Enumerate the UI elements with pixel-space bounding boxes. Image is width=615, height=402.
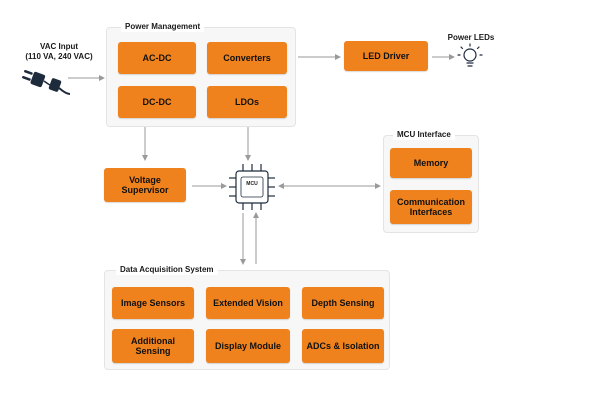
light-bulb-icon [457, 43, 483, 67]
voltage-supervisor-line-2: Supervisor [121, 185, 169, 195]
power-management-label: Power Management [121, 22, 205, 32]
voltage-supervisor-block: Voltage Supervisor [104, 168, 186, 202]
ac-dc-block: AC-DC [118, 42, 196, 74]
data-acquisition-label: Data Acquisition System [116, 265, 218, 275]
display-module-block: Display Module [206, 329, 290, 363]
ldos-block: LDOs [207, 86, 287, 118]
power-leds-label: Power LEDs [447, 33, 495, 42]
communication-interfaces-block: Communication Interfaces [390, 190, 472, 224]
communication-line-1: Communication [396, 197, 465, 207]
mcu-chip-icon [229, 164, 275, 210]
additional-sensing-line-1: Additional [131, 336, 175, 346]
mcu-label: MCU [246, 181, 258, 187]
converters-block: Converters [207, 42, 287, 74]
extended-vision-block: Extended Vision [206, 287, 290, 319]
vac-input-subtitle: (110 VA, 240 VAC) [25, 52, 93, 61]
led-driver-block: LED Driver [344, 41, 428, 71]
communication-line-2: Interfaces [409, 207, 453, 217]
image-sensors-block: Image Sensors [112, 287, 194, 319]
voltage-supervisor-line-1: Voltage [129, 175, 161, 185]
vac-input-title: VAC Input [39, 42, 79, 51]
memory-block: Memory [390, 148, 472, 178]
adcs-isolation-block: ADCs & Isolation [302, 329, 384, 363]
power-plug-icon [22, 69, 71, 95]
dc-dc-block: DC-DC [118, 86, 196, 118]
depth-sensing-block: Depth Sensing [302, 287, 384, 319]
additional-sensing-block: Additional Sensing [112, 329, 194, 363]
mcu-interface-label: MCU Interface [393, 130, 455, 140]
additional-sensing-line-2: Sensing [135, 346, 171, 356]
